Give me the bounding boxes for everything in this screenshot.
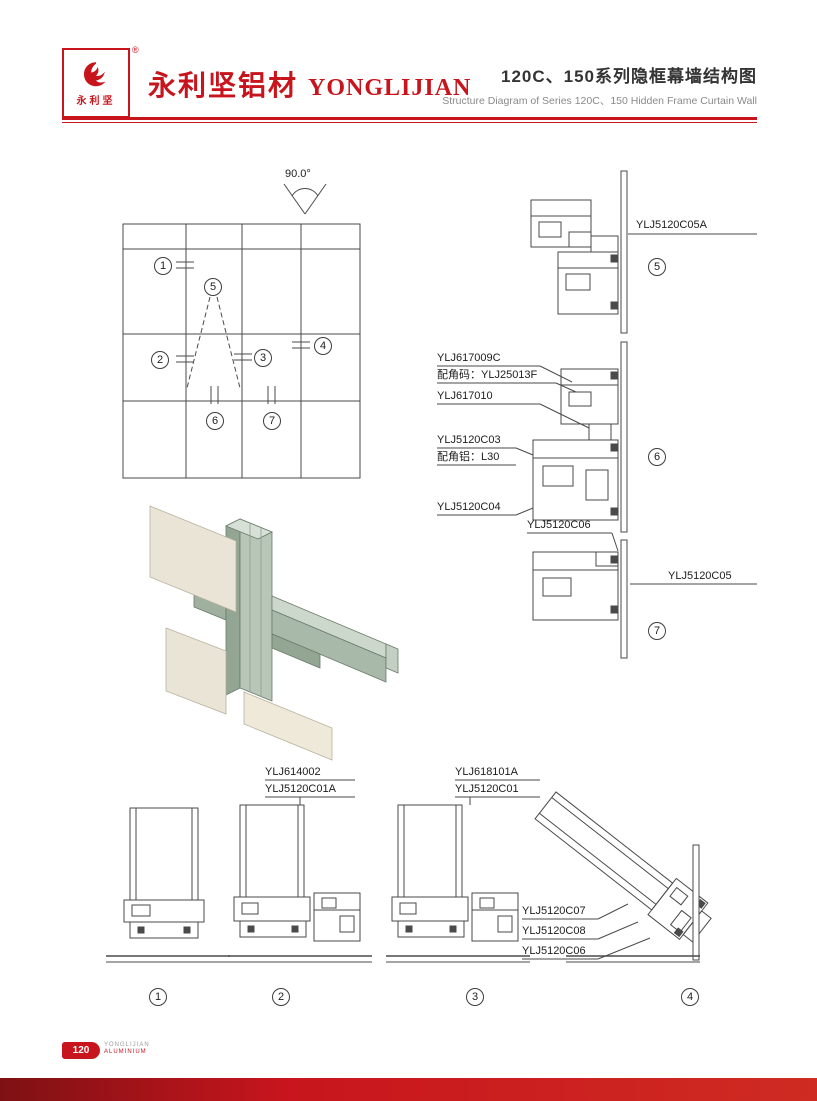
brand-name-cn: 永利坚铝材 <box>148 70 299 101</box>
label-ylj617010: YLJ617010 <box>437 390 493 402</box>
section-callout-6: 6 <box>648 448 666 466</box>
plan-callout-6: 6 <box>206 412 224 430</box>
phoenix-logo-icon <box>84 62 106 87</box>
label-ylj5120c08: YLJ5120C08 <box>522 925 586 937</box>
section-detail-5 <box>530 199 619 315</box>
detail-callout-2: 2 <box>272 988 290 1006</box>
page-title-cn: 120C、150系列隐框幕墙结构图 <box>500 67 757 86</box>
plan-callout-7: 7 <box>263 412 281 430</box>
label-ylj5120c05: YLJ5120C05 <box>668 570 732 582</box>
label-ylj5120c01a: YLJ5120C01A <box>265 783 336 795</box>
page-title-en: Structure Diagram of Series 120C、150 Hid… <box>442 95 757 107</box>
logo-caption: 永利坚 <box>76 96 116 107</box>
detail-callout-1: 1 <box>149 988 167 1006</box>
label-ylj617009c: YLJ617009C <box>437 352 501 364</box>
brand-logo: 永利坚 <box>62 48 130 118</box>
footer-brand-block: YONGLIJIAN ALUMINIUM <box>104 1042 150 1056</box>
angle-label: 90.0° <box>285 168 311 180</box>
label-corner-code: 配角码：YLJ25013F <box>437 369 538 381</box>
label-ylj614002: YLJ614002 <box>265 766 321 778</box>
label-ylj5120c03: YLJ5120C03 <box>437 434 501 446</box>
page-title-block: 120C、150系列隐框幕墙结构图 Structure Diagram of S… <box>442 62 757 108</box>
leader-lines <box>437 233 757 585</box>
brand-name: 永利坚铝材 YONGLIJIAN <box>148 64 471 104</box>
plan-detail-3 <box>386 779 540 963</box>
plan-callout-3: 3 <box>254 349 272 367</box>
footer-brand-sub: ALUMINIUM <box>104 1049 147 1056</box>
label-ylj5120c01: YLJ5120C01 <box>455 783 519 795</box>
plan-detail-2 <box>228 779 372 963</box>
label-ylj5120c07: YLJ5120C07 <box>522 905 586 917</box>
section-callout-5: 5 <box>648 258 666 276</box>
detail-callout-3: 3 <box>466 988 484 1006</box>
section-callout-7: 7 <box>648 622 666 640</box>
brand-name-en: YONGLIJIAN <box>308 75 472 101</box>
header-rule-thin <box>62 122 757 123</box>
plan-view-grid <box>122 183 361 479</box>
label-ylj5120c06: YLJ5120C06 <box>527 519 591 531</box>
page-number-badge: 120 <box>62 1042 100 1059</box>
isometric-corner-view <box>149 505 399 761</box>
plan-callout-5: 5 <box>204 278 222 296</box>
glass-edge-bars <box>620 170 628 659</box>
section-detail-6 <box>532 368 619 521</box>
label-ylj5120c04: YLJ5120C04 <box>437 501 501 513</box>
footer-brand-name: YONGLIJIAN <box>104 1042 150 1048</box>
section-detail-7 <box>532 551 619 621</box>
label-ylj5120c05a: YLJ5120C05A <box>636 219 707 231</box>
footer-red-bar <box>0 1078 817 1101</box>
label-corner-alu: 配角铝：L30 <box>437 451 500 463</box>
plan-callout-2: 2 <box>151 351 169 369</box>
registered-mark: ® <box>132 45 139 55</box>
label-ylj618101a: YLJ618101A <box>455 766 518 778</box>
detail-callout-4: 4 <box>681 988 699 1006</box>
header-rule-thick <box>62 117 757 120</box>
plan-detail-4 <box>522 791 712 963</box>
label-ylj5120c06-bottom: YLJ5120C06 <box>522 945 586 957</box>
plan-callout-1: 1 <box>154 257 172 275</box>
plan-detail-1 <box>106 807 230 963</box>
plan-callout-4: 4 <box>314 337 332 355</box>
